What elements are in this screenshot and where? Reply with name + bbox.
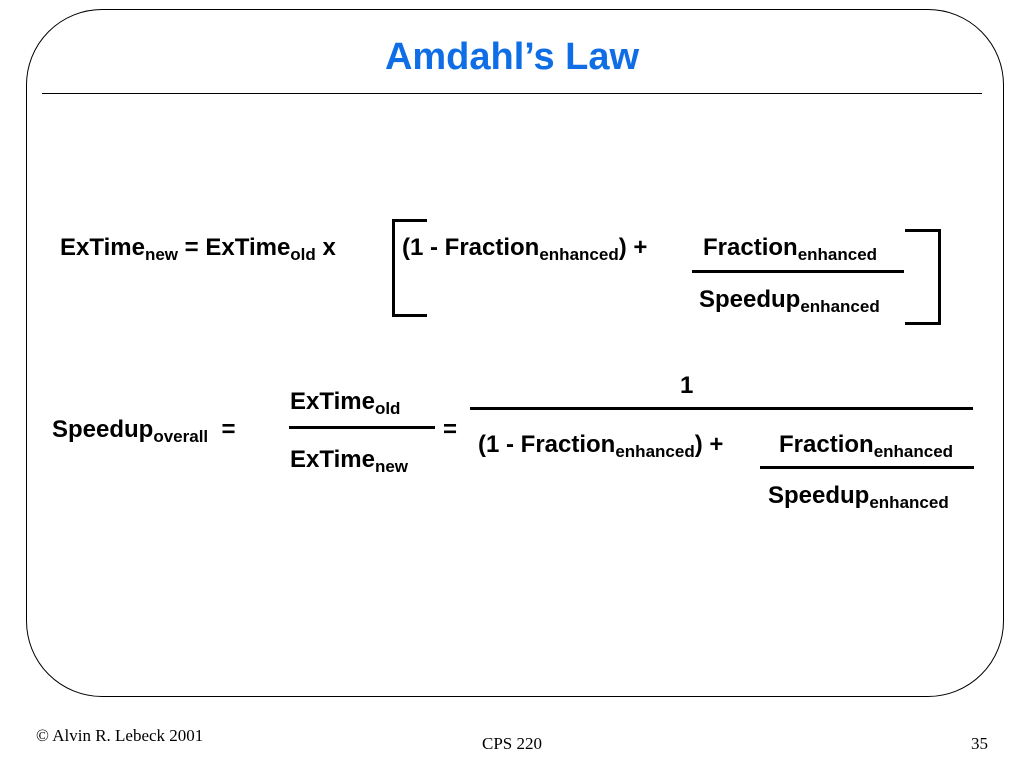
eq1-term1-close: ) + [618, 234, 648, 261]
eq1-old-sub: old [290, 245, 316, 264]
eq1-lhs-base: ExTime [60, 234, 145, 261]
eq2-ratio-denominator: ExTimenew [290, 446, 408, 476]
eq1-old-base: ExTime [205, 234, 291, 261]
eq2-term1-sub: enhanced [615, 442, 695, 461]
eq1-den-sub: enhanced [800, 297, 880, 316]
eq2-one: 1 [680, 372, 694, 399]
eq1-term1-base: (1 - Fraction [402, 234, 540, 261]
eq1-term1-sub: enhanced [539, 245, 619, 264]
eq2-main-bar [470, 407, 973, 410]
eq2-fraction-numerator: Fractionenhanced [779, 431, 953, 461]
eq2-den-sub: new [374, 457, 408, 476]
eq1-fraction-denominator: Speedupenhanced [699, 286, 880, 316]
eq2-lhs-sub: overall [153, 427, 209, 446]
eq1-fraction-bar [692, 270, 904, 273]
eq2-num-base: ExTime [290, 388, 375, 415]
eq1-left-bracket [392, 219, 427, 317]
slide-title: Amdahl’s Law [384, 36, 640, 78]
eq1-lhs-sub: new [144, 245, 178, 264]
eq1-den-base: Speedup [699, 286, 801, 313]
eq2-frac-num-base: Fraction [779, 431, 874, 458]
eq2-num-sub: old [374, 399, 401, 418]
eq2-equals1: = [221, 416, 236, 443]
eq1-num-sub: enhanced [797, 245, 878, 264]
eq1-times: x [322, 234, 336, 261]
eq2-frac-num-sub: enhanced [873, 442, 954, 461]
eq2-ratio-bar [289, 426, 435, 429]
title-divider [42, 93, 982, 94]
eq2-den-base: ExTime [290, 446, 375, 473]
eq2-lhs-base: Speedup [52, 416, 154, 443]
slide-frame [26, 9, 1004, 697]
eq2-lhs: Speedupoverall = [52, 416, 236, 446]
footer-copyright: © Alvin R. Lebeck 2001 [36, 726, 204, 745]
eq1-right-bracket [905, 229, 941, 325]
eq2-frac-den-sub: enhanced [869, 493, 949, 512]
eq1-lhs: ExTimenew = ExTimeold x [60, 234, 336, 264]
eq2-term1-close: ) + [694, 431, 724, 458]
eq2-fraction-denominator: Speedupenhanced [768, 482, 949, 512]
eq2-equals2: = [443, 416, 458, 443]
eq1-fraction-numerator: Fractionenhanced [703, 234, 877, 264]
eq1-equals: = [184, 234, 199, 261]
footer-course: CPS 220 [482, 734, 542, 753]
eq2-ratio-numerator: ExTimeold [290, 388, 400, 418]
eq2-term1-base: (1 - Fraction [478, 431, 616, 458]
eq2-term1: (1 - Fractionenhanced) + [478, 431, 724, 461]
eq2-frac-den-base: Speedup [768, 482, 870, 509]
eq1-num-base: Fraction [703, 234, 798, 261]
eq1-term1: (1 - Fractionenhanced) + [402, 234, 648, 264]
eq2-fraction-bar [760, 466, 974, 469]
footer-page-number: 35 [971, 734, 988, 753]
